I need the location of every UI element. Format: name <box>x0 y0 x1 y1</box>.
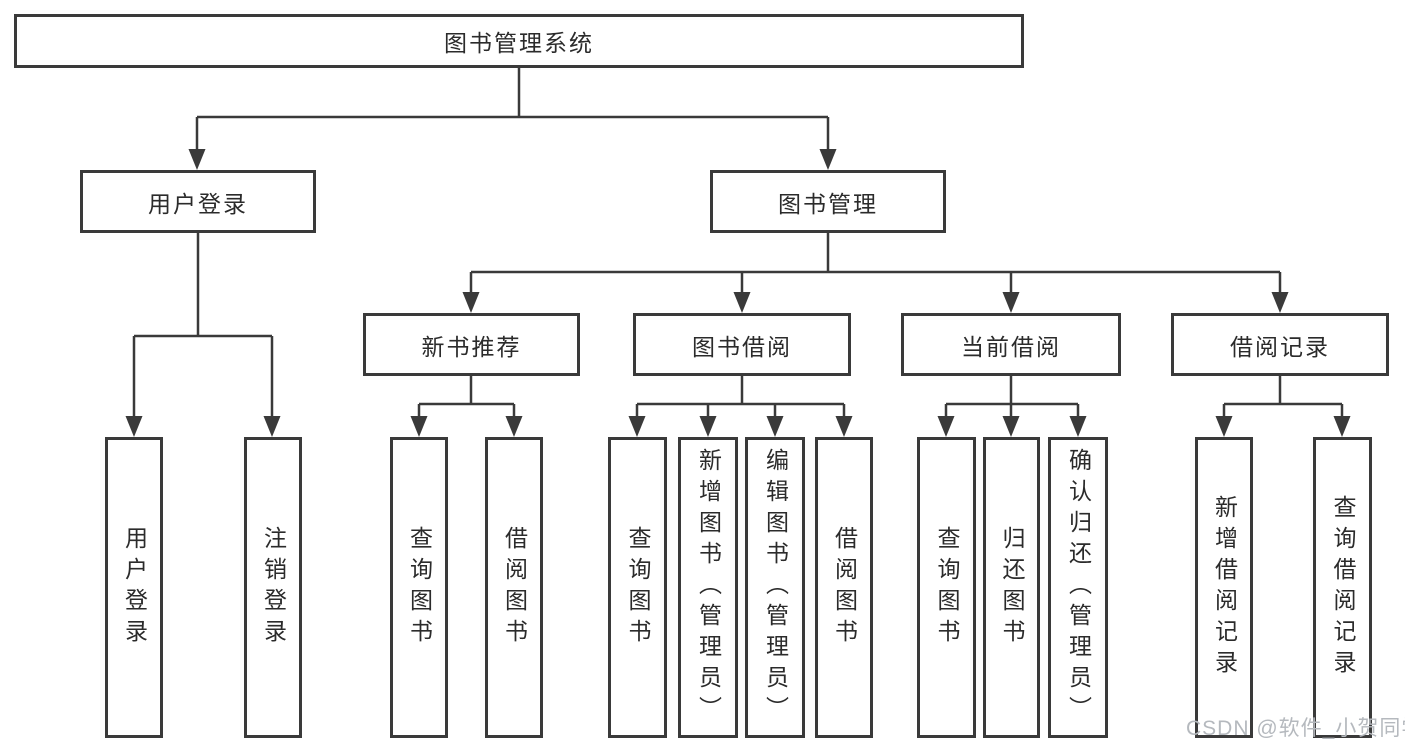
node-user-login: 用户登录 <box>80 170 316 233</box>
leaf-bb-query-books-label: 查询图书 <box>625 525 651 650</box>
leaf-br-query-record-label: 查询借阅记录 <box>1330 494 1356 681</box>
node-current-borrowing: 当前借阅 <box>901 313 1121 376</box>
node-new-book-recommend: 新书推荐 <box>363 313 580 376</box>
node-book-management: 图书管理 <box>710 170 946 233</box>
leaf-bb-add-books-label: 新增图书（管理员） <box>695 448 722 727</box>
leaf-cb-confirm-return-label: 确认归还（管理员） <box>1065 448 1092 727</box>
node-root: 图书管理系统 <box>14 14 1024 68</box>
leaf-bb-edit-books: 编辑图书（管理员） <box>745 437 805 738</box>
leaf-bb-borrow-books: 借阅图书 <box>815 437 873 738</box>
leaf-cb-query-books: 查询图书 <box>917 437 976 738</box>
node-borrowing-records: 借阅记录 <box>1171 313 1389 376</box>
leaf-cb-return-books-label: 归还图书 <box>999 525 1025 650</box>
leaf-user-login-label: 用户登录 <box>121 525 148 650</box>
leaf-cb-confirm-return: 确认归还（管理员） <box>1048 437 1108 738</box>
leaf-bb-query-books: 查询图书 <box>608 437 667 738</box>
leaf-br-query-record: 查询借阅记录 <box>1313 437 1372 738</box>
leaf-bb-edit-books-label: 编辑图书（管理员） <box>762 448 789 727</box>
node-book-borrowing: 图书借阅 <box>633 313 851 376</box>
leaf-bb-borrow-books-label: 借阅图书 <box>831 525 858 650</box>
leaf-bb-add-books: 新增图书（管理员） <box>678 437 738 738</box>
leaf-logout: 注销登录 <box>244 437 302 738</box>
leaf-rec-query-books-label: 查询图书 <box>406 525 433 650</box>
leaf-logout-label: 注销登录 <box>260 525 287 650</box>
leaf-rec-borrow-books-label: 借阅图书 <box>501 525 528 650</box>
leaf-cb-query-books-label: 查询图书 <box>934 525 960 650</box>
leaf-br-add-record-label: 新增借阅记录 <box>1211 494 1238 681</box>
leaf-cb-return-books: 归还图书 <box>983 437 1040 738</box>
leaf-rec-query-books: 查询图书 <box>390 437 448 738</box>
leaf-br-add-record: 新增借阅记录 <box>1195 437 1253 738</box>
leaf-rec-borrow-books: 借阅图书 <box>485 437 543 738</box>
leaf-user-login: 用户登录 <box>105 437 163 738</box>
csdn-watermark: CSDN @软件_小贺同学 <box>1186 717 1405 740</box>
